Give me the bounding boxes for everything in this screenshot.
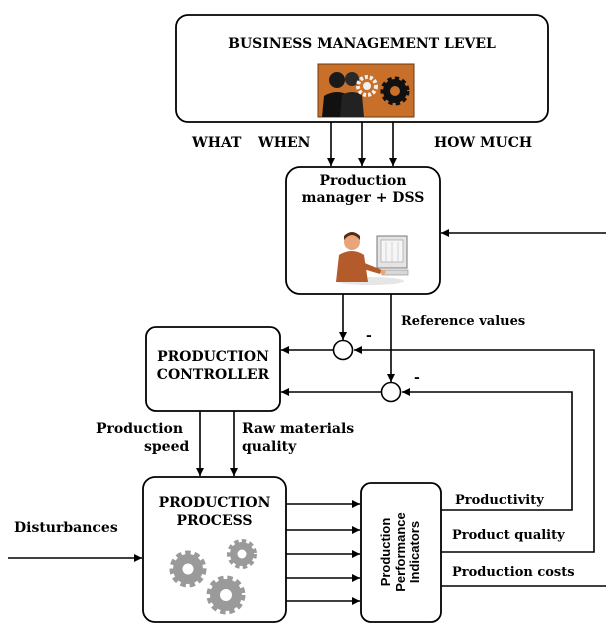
production-controller-label-line1: PRODUCTION (157, 349, 269, 365)
performance-indicators-label: Production Performance Indicators (361, 487, 441, 617)
flow-label-what: WHAT (192, 135, 242, 151)
reference-values-label: Reference values (401, 314, 526, 329)
flow-label-how-much: HOW MUCH (434, 135, 533, 151)
office-worker-computer-icon (336, 232, 409, 285)
business-management-title: BUSINESS MANAGEMENT LEVEL (228, 36, 496, 52)
production-speed-label-line1: Production (96, 421, 184, 437)
production-controller-label-line2: CONTROLLER (156, 367, 270, 383)
summing-junction-1 (332, 339, 354, 361)
business-people-gear-icon (317, 63, 415, 118)
production-speed-label-line2: speed (144, 439, 190, 455)
minus-sign-1: - (366, 328, 372, 344)
ppi-label-line2: Performance (392, 512, 408, 592)
ppi-label-line3: Indicators (407, 520, 423, 584)
productivity-label: Productivity (455, 493, 544, 508)
minus-sign-2: - (414, 370, 420, 386)
production-controller-box (145, 326, 281, 412)
connector-lines (8, 122, 606, 605)
disturbances-label: Disturbances (14, 520, 118, 536)
production-costs-label: Production costs (452, 565, 575, 580)
product-quality-label: Product quality (452, 528, 565, 543)
production-manager-label-line1: Production (319, 173, 407, 189)
production-process-label-line1: PRODUCTION (158, 495, 271, 511)
production-process-box (142, 476, 287, 623)
summing-junction-2 (380, 381, 402, 403)
raw-materials-label-line1: Raw materials (242, 421, 355, 437)
raw-materials-label-line2: quality (242, 439, 297, 455)
production-process-label-line2: PROCESS (176, 513, 253, 529)
flow-label-when: WHEN (258, 135, 311, 151)
gears-icon (169, 539, 257, 615)
ppi-label-line1: Production (378, 517, 394, 587)
production-manager-label-line2: manager + DSS (301, 190, 425, 206)
